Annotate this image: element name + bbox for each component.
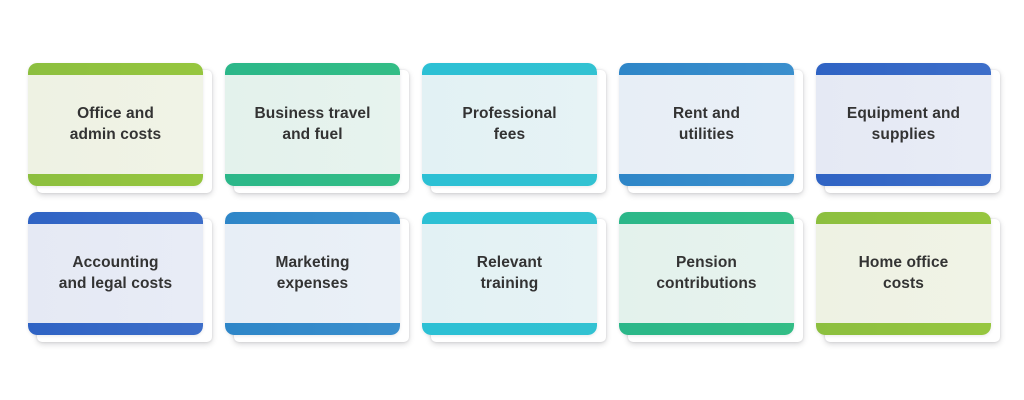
card-accent-bar-top (28, 63, 203, 75)
card-label: Office and admin costs (69, 105, 162, 143)
card-label: Business travel and fuel (254, 105, 371, 143)
card-accent-bar-bottom (422, 323, 597, 335)
card-label: Home office costs (858, 254, 949, 292)
expense-category-card-professional-fees[interactable]: Professional fees (422, 63, 597, 186)
card-accent-bar-bottom (225, 174, 400, 186)
expense-category-card-home-office-costs[interactable]: Home office costs (816, 212, 991, 335)
card-accent-bar-bottom (816, 323, 991, 335)
card-accent-bar-top (225, 63, 400, 75)
card-accent-bar-bottom (225, 323, 400, 335)
card-body: Pension contributions (619, 224, 794, 323)
card-slot: Pension contributions (619, 212, 803, 342)
card-accent-bar-top (816, 63, 991, 75)
card-accent-bar-top (619, 63, 794, 75)
card-accent-bar-top (422, 212, 597, 224)
card-body: Business travel and fuel (225, 75, 400, 174)
expense-category-card-relevant-training[interactable]: Relevant training (422, 212, 597, 335)
card-slot: Relevant training (422, 212, 606, 342)
card-label: Pension contributions (656, 254, 757, 292)
card-accent-bar-bottom (816, 174, 991, 186)
expense-category-card-marketing-expenses[interactable]: Marketing expenses (225, 212, 400, 335)
card-label: Rent and utilities (672, 105, 741, 143)
card-accent-bar-top (816, 212, 991, 224)
expense-category-card-pension-contributions[interactable]: Pension contributions (619, 212, 794, 335)
card-label: Accounting and legal costs (58, 254, 173, 292)
card-accent-bar-top (422, 63, 597, 75)
card-slot: Rent and utilities (619, 63, 803, 193)
card-body: Home office costs (816, 224, 991, 323)
card-body: Office and admin costs (28, 75, 203, 174)
card-slot: Equipment and supplies (816, 63, 1000, 193)
card-accent-bar-bottom (422, 174, 597, 186)
card-label: Relevant training (476, 254, 543, 292)
card-body: Rent and utilities (619, 75, 794, 174)
card-label: Marketing expenses (275, 254, 350, 292)
card-accent-bar-bottom (28, 174, 203, 186)
card-accent-bar-top (225, 212, 400, 224)
expense-category-card-equipment-and-supplies[interactable]: Equipment and supplies (816, 63, 991, 186)
card-accent-bar-bottom (619, 174, 794, 186)
card-body: Relevant training (422, 224, 597, 323)
card-slot: Home office costs (816, 212, 1000, 342)
card-accent-bar-bottom (619, 323, 794, 335)
expense-category-card-rent-and-utilities[interactable]: Rent and utilities (619, 63, 794, 186)
card-label: Professional fees (462, 105, 557, 143)
card-accent-bar-top (619, 212, 794, 224)
card-slot: Professional fees (422, 63, 606, 193)
card-slot: Accounting and legal costs (28, 212, 212, 342)
card-body: Equipment and supplies (816, 75, 991, 174)
expense-category-card-business-travel-and-fuel[interactable]: Business travel and fuel (225, 63, 400, 186)
expense-category-card-office-and-admin-costs[interactable]: Office and admin costs (28, 63, 203, 186)
card-label: Equipment and supplies (846, 105, 961, 143)
card-accent-bar-bottom (28, 323, 203, 335)
card-body: Professional fees (422, 75, 597, 174)
card-slot: Office and admin costs (28, 63, 212, 193)
card-slot: Marketing expenses (225, 212, 409, 342)
card-slot: Business travel and fuel (225, 63, 409, 193)
expense-categories-grid: Office and admin costs Business travel an… (28, 63, 1000, 342)
expense-category-card-accounting-and-legal-costs[interactable]: Accounting and legal costs (28, 212, 203, 335)
card-body: Marketing expenses (225, 224, 400, 323)
card-body: Accounting and legal costs (28, 224, 203, 323)
card-accent-bar-top (28, 212, 203, 224)
